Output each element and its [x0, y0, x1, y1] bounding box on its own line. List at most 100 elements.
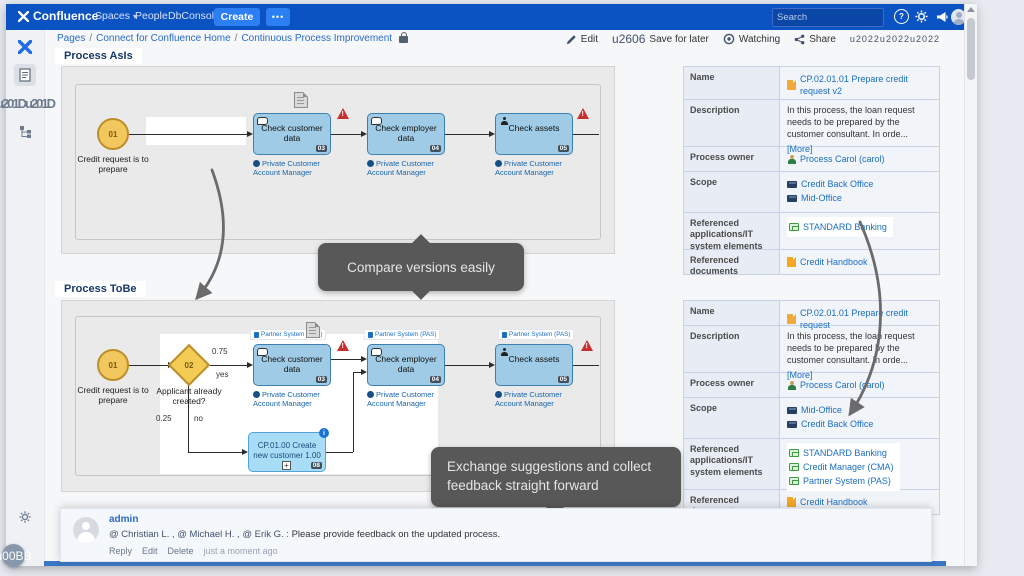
- process-link[interactable]: CP.02.01.01 Prepare credit request v2: [800, 74, 908, 97]
- megaphone-icon: [936, 11, 948, 22]
- user-task-icon: [500, 348, 508, 356]
- nav-dbconsole[interactable]: DbConsole: [168, 10, 220, 22]
- mention[interactable]: @ Erik G. :: [242, 529, 289, 540]
- org-unit-icon: [787, 194, 797, 202]
- profile-button[interactable]: [951, 8, 966, 25]
- sidebar-expand-button[interactable]: [2, 544, 25, 567]
- scope-link[interactable]: Credit Back Office: [801, 179, 874, 189]
- nav-more-button[interactable]: [266, 8, 290, 26]
- app-link[interactable]: STANDARD Banking: [803, 448, 887, 458]
- asis-flow-out: [573, 134, 599, 135]
- comment-body: Please provide feedback on the updated p…: [291, 529, 501, 540]
- share-button[interactable]: Share: [794, 34, 836, 45]
- nav-spaces[interactable]: Spaces ▾: [95, 10, 137, 22]
- breadcrumb-space[interactable]: Connect for Confluence Home: [96, 33, 231, 44]
- scope-link[interactable]: Mid-Office: [801, 405, 842, 415]
- scope-link[interactable]: Mid-Office: [801, 193, 842, 204]
- role-badge-icon: [253, 160, 260, 167]
- scope-link[interactable]: Credit Back Office: [801, 419, 874, 430]
- tobe-task-check-assets: Check assets 05: [495, 344, 573, 386]
- tobe-flow-t1-t2: [331, 356, 367, 362]
- save-for-later-button[interactable]: Save for later: [612, 34, 708, 45]
- restrictions-lock-icon[interactable]: [399, 32, 409, 43]
- tobe-flow-out: [573, 365, 599, 366]
- sidebar-hierarchy-tool[interactable]: [14, 120, 36, 142]
- breadcrumb-page[interactable]: Continuous Process Improvement: [241, 33, 393, 44]
- asis-start-event: 01: [97, 118, 129, 150]
- top-navbar: Confluence Spaces ▾ People DbConsole Cre…: [6, 4, 966, 30]
- doc-link[interactable]: Credit Handbook: [800, 257, 868, 267]
- app-link[interactable]: STANDARD Banking: [803, 222, 887, 232]
- asis-diagram-frame: [75, 84, 601, 240]
- sidebar-confluence-logo[interactable]: [14, 36, 36, 58]
- watching-button[interactable]: Watching: [723, 33, 780, 45]
- table-row: Name CP.02.01.01 Prepare credit request …: [684, 67, 939, 100]
- app-link[interactable]: Credit Manager (CMA): [803, 462, 894, 473]
- role-badge-icon: [367, 391, 374, 398]
- gear-icon: [915, 10, 928, 23]
- table-row: Referenced documents Credit Handbook: [684, 250, 939, 276]
- system-chip-t2: Partner System (PAS): [365, 330, 440, 339]
- notifications-button[interactable]: [934, 9, 949, 24]
- pencil-icon: [566, 34, 576, 44]
- system-chip-t3: Partner System (PAS): [499, 330, 574, 339]
- sidebar-settings[interactable]: [14, 506, 36, 528]
- gear-icon: [19, 511, 31, 523]
- reply-link[interactable]: Reply: [109, 546, 133, 556]
- table-row: Scope Mid-Office Credit Back Office: [684, 398, 939, 439]
- role-badge-icon: [367, 160, 374, 167]
- more-link[interactable]: [More]: [787, 370, 813, 381]
- sidebar-quote-tool[interactable]: [14, 92, 36, 114]
- scrollbar-up-arrow[interactable]: [967, 7, 975, 12]
- comment-text: @ Christian L. , @ Michael H. , @ Erik G…: [109, 529, 500, 540]
- more-link[interactable]: [More]: [787, 144, 813, 155]
- mention[interactable]: @ Christian L. ,: [109, 529, 175, 540]
- scrollbar-thumb[interactable]: [967, 18, 975, 80]
- comment-timestamp: just a moment ago: [203, 546, 278, 556]
- app-link[interactable]: Partner System (PAS): [803, 476, 891, 487]
- breadcrumb-pages[interactable]: Pages: [57, 33, 86, 44]
- confluence-mark-icon: [18, 40, 32, 54]
- edit-link[interactable]: Edit: [142, 546, 158, 556]
- page-more-button[interactable]: [850, 34, 940, 44]
- share-icon: [794, 34, 805, 44]
- document-attachment-icon: [294, 92, 308, 108]
- org-unit-icon: [787, 406, 797, 414]
- create-button[interactable]: Create: [214, 8, 260, 26]
- warning-icon: [337, 340, 349, 351]
- comment-author[interactable]: admin: [109, 514, 139, 525]
- confluence-window: Confluence Spaces ▾ People DbConsole Cre…: [2, 4, 977, 567]
- exchange-callout-text: Exchange suggestions and collect feedbac…: [447, 459, 652, 493]
- asis-flow-t1-t2: [331, 131, 367, 137]
- help-icon: [894, 9, 909, 24]
- settings-button[interactable]: [914, 9, 929, 24]
- page-actions: Edit Save for later Watching Share: [566, 33, 940, 45]
- sidebar-page-tool[interactable]: [14, 64, 36, 86]
- comment-avatar: [73, 517, 99, 543]
- tobe-diagram-frame: [75, 316, 601, 476]
- table-row: Name CP.02.01.01 Prepare credit request: [684, 301, 939, 330]
- asis-task-check-assets: Check assets 05: [495, 113, 573, 155]
- star-icon: [612, 34, 645, 44]
- subprocess-plus-icon: [282, 461, 291, 470]
- nav-people[interactable]: People: [135, 10, 168, 22]
- task-marker-icon: [371, 348, 382, 356]
- watch-eye-icon: [723, 33, 735, 45]
- mention[interactable]: @ Michael H. ,: [177, 529, 240, 540]
- delete-link[interactable]: Delete: [167, 546, 194, 556]
- confluence-logo[interactable]: Confluence: [18, 9, 98, 23]
- search-input[interactable]: [773, 12, 913, 23]
- scrollbar[interactable]: [964, 4, 977, 566]
- doc-link[interactable]: Credit Handbook: [800, 497, 868, 507]
- description-text: In this process, the loan request needs …: [787, 331, 915, 366]
- confluence-logo-icon: [18, 10, 29, 22]
- owner-link[interactable]: Process Carol (carol): [800, 380, 885, 390]
- tobe-gateway-label: Applicant already created?: [156, 386, 222, 406]
- asis-task-check-employer-data: Check employer data 04: [367, 113, 445, 155]
- tobe-flow-start-gw: [129, 362, 174, 368]
- search-box[interactable]: [772, 8, 913, 27]
- edit-button[interactable]: Edit: [566, 34, 598, 45]
- owner-link[interactable]: Process Carol (carol): [800, 154, 885, 164]
- asis-flow-start-t1: [129, 131, 253, 137]
- help-button[interactable]: [894, 9, 909, 24]
